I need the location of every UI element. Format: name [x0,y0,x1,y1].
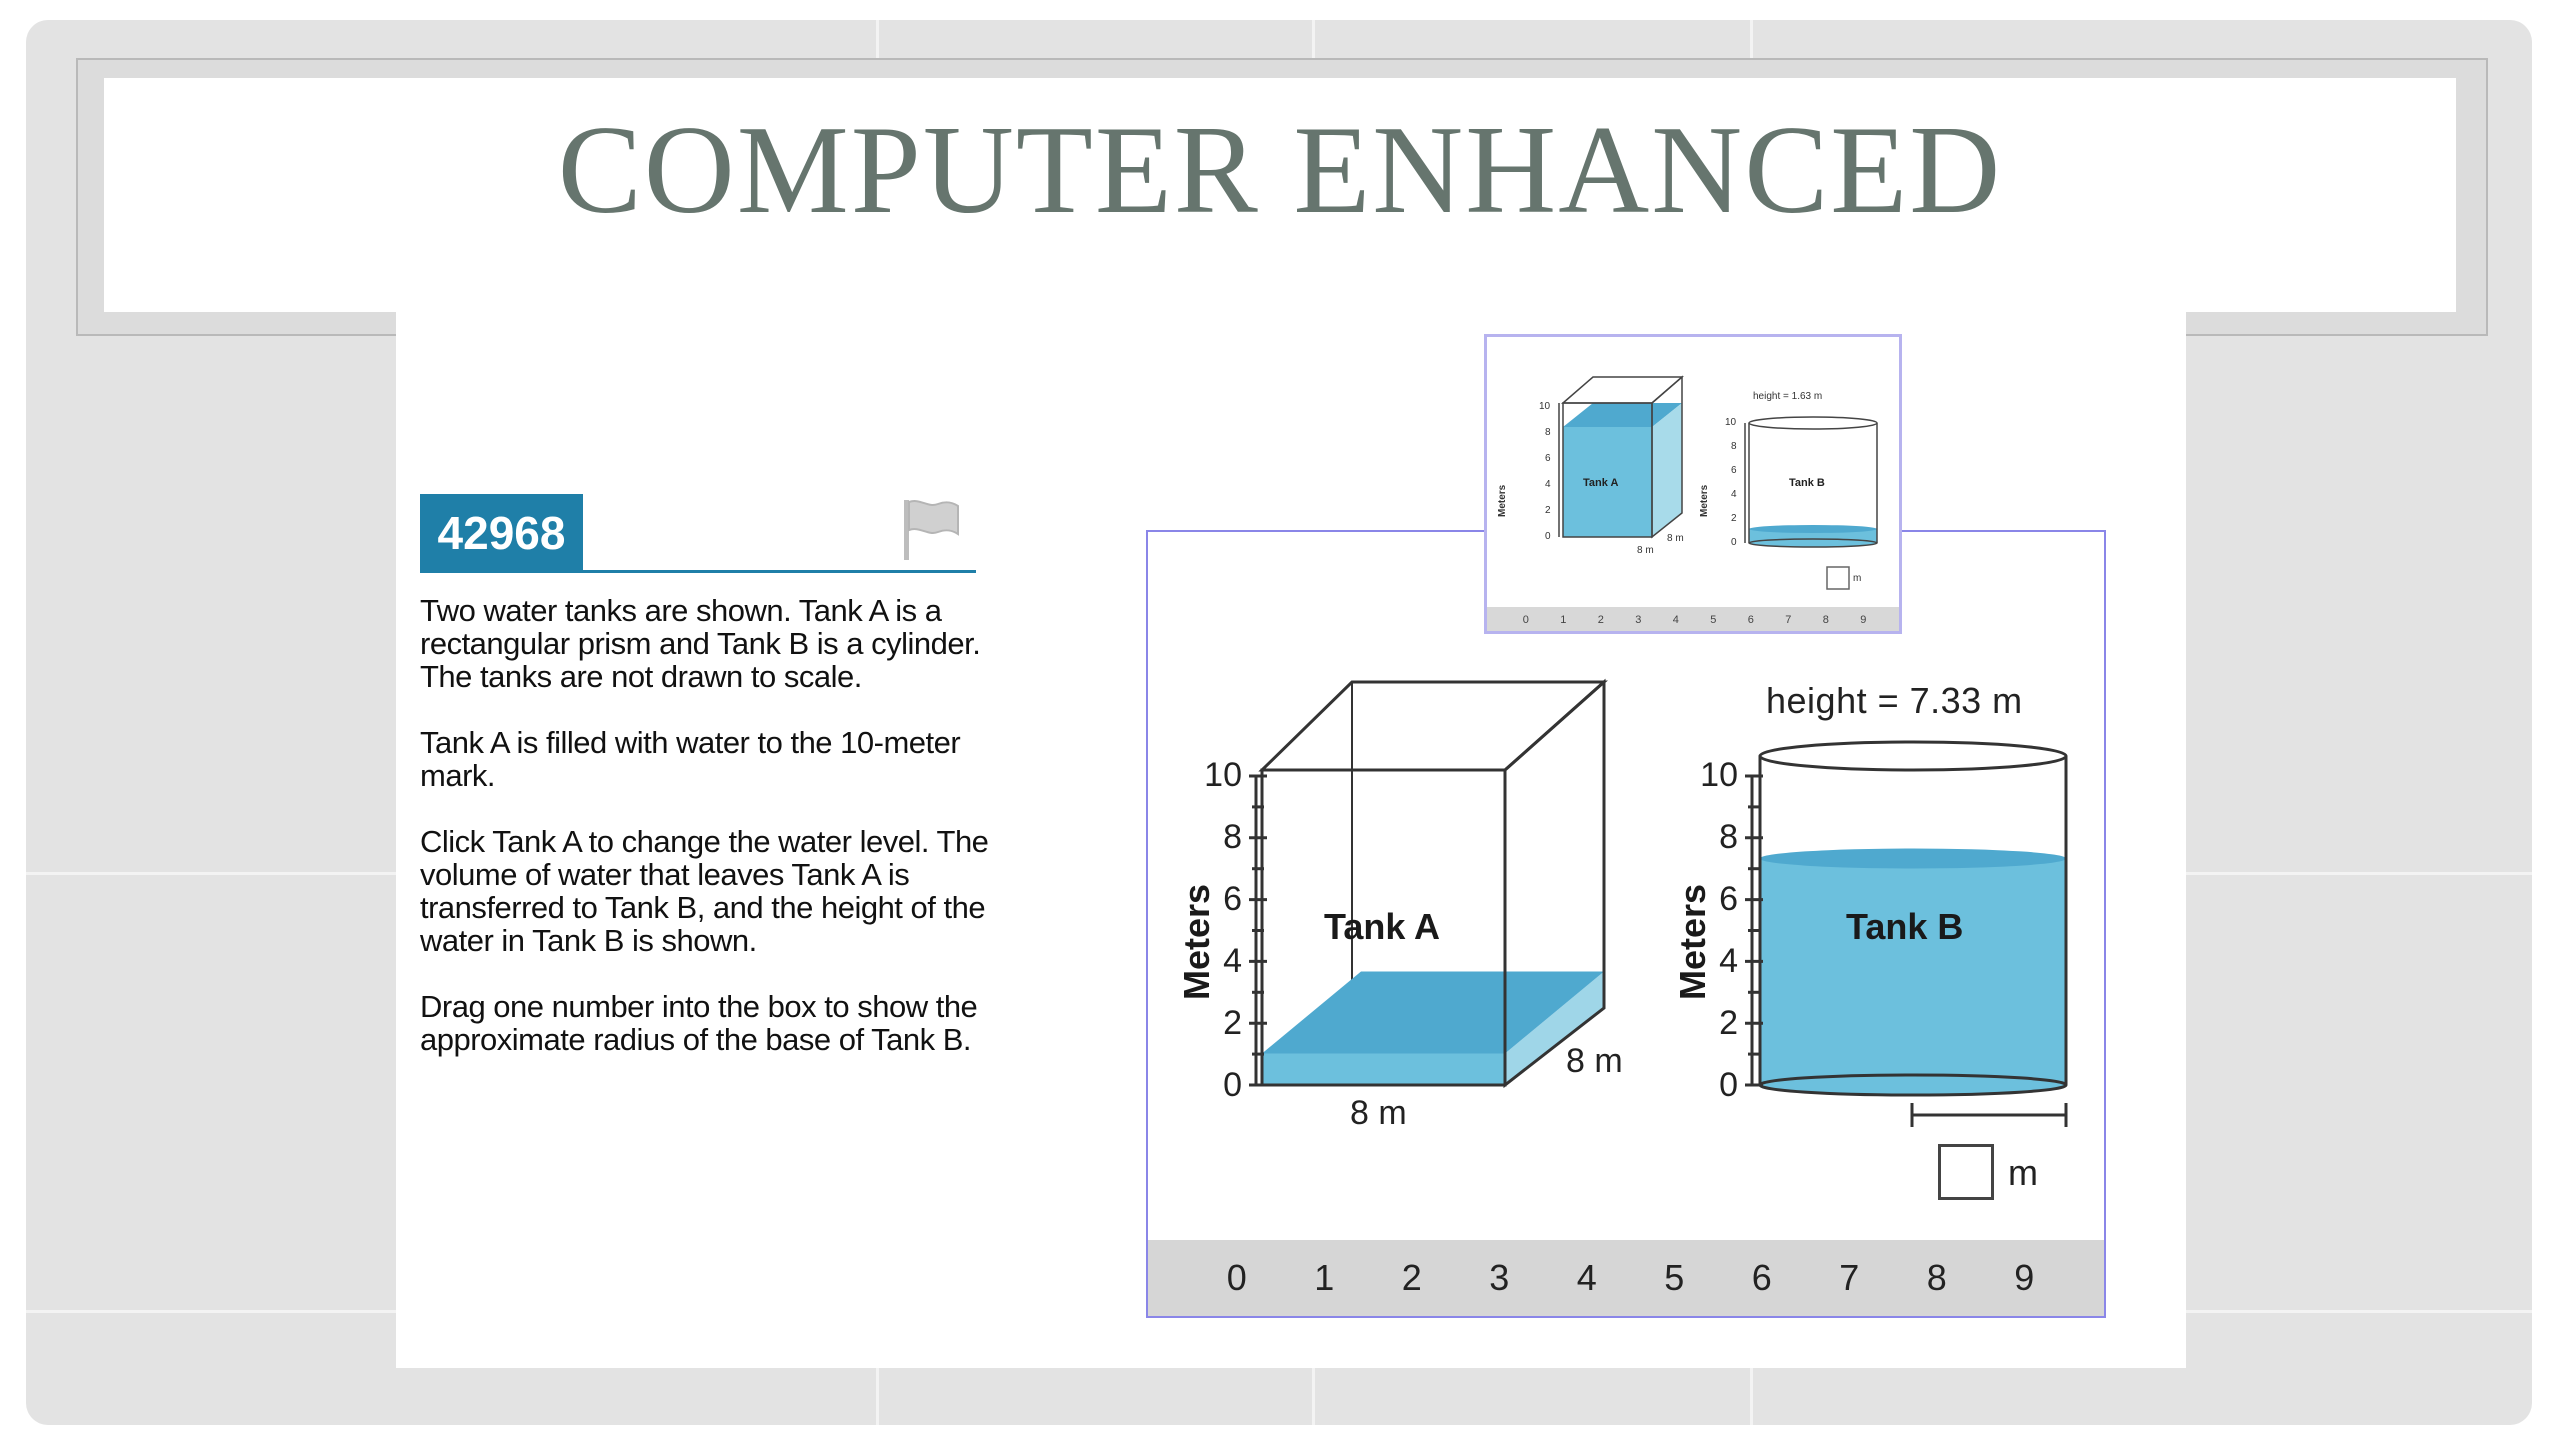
tank-a-tick-label: 0 [1223,1066,1242,1104]
tank-a-tick-label: 4 [1223,942,1242,980]
slide-title: COMPUTER ENHANCED [557,101,2003,240]
thumbnail-tank-a-top [1560,376,1685,404]
thumbnail-tank-b-base [1748,538,1878,548]
number-tile-3[interactable]: 3 [1489,1257,1510,1298]
thumbnail-tick-label: 6 [1731,465,1737,476]
tank-b-tick-label: 10 [1700,756,1738,794]
radius-answer-dropzone[interactable] [1938,1144,1994,1200]
thumbnail-diagram [1558,375,1878,590]
thumbnail-axis-title: Meters [1699,484,1710,517]
thumbnail-answer-box [1826,566,1850,590]
thumbnail-tick-label: 2 [1731,513,1737,524]
flag-icon[interactable] [902,498,962,562]
thumbnail-number-tile: 2 [1597,614,1604,626]
tank-a-side-face [1503,678,1606,1089]
number-tile-5[interactable]: 5 [1664,1257,1685,1298]
thumbnail-number-tile: 3 [1635,614,1642,626]
thumbnail-tick-label: 4 [1731,489,1737,500]
tank-a-width-label: 8 m [1350,1094,1407,1132]
thumbnail-number-tile: 4 [1672,614,1679,626]
thumbnail-tick-label: 10 [1539,401,1551,412]
number-tile-7[interactable]: 7 [1839,1257,1860,1298]
tank-a-tick-label: 10 [1204,756,1242,794]
tank-b-tick-label: 8 [1719,818,1738,856]
question-paragraph: Two water tanks are shown. Tank A is a r… [420,593,981,694]
tank-b-ticks [1745,774,1763,1087]
tank-b-label: Tank B [1846,906,1964,947]
thumbnail-number-tile: 7 [1785,614,1792,626]
tank-a-water-side [1505,971,1604,1085]
answer-unit-label: m [2008,1152,2038,1193]
thumbnail-tick-label: 6 [1545,453,1551,464]
number-tile-2[interactable]: 2 [1401,1257,1422,1298]
tank-a-tick-label: 8 [1223,818,1242,856]
tank-b [1758,740,2068,1097]
thumbnail-number-tile: 8 [1822,614,1829,626]
thumbnail-tick-label: 2 [1545,505,1551,516]
question-paragraph: Drag one number into the box to show the… [420,989,978,1057]
thumbnail-tank-b-label: Tank B [1789,477,1825,489]
thumbnail-number-tile: 9 [1860,614,1867,626]
thumbnail-tank-a-water-side [1652,403,1682,537]
question-number-badge: 42968 [420,494,583,572]
thumbnail-number-tile: 0 [1522,614,1529,626]
thumbnail-tank-a-water [1563,427,1652,537]
tank-b-tick-label: 0 [1719,1066,1738,1104]
number-tile-4[interactable]: 4 [1576,1257,1597,1298]
tank-a-depth-label: 8 m [1566,1042,1623,1080]
thumbnail-number-tile: 5 [1710,614,1717,626]
tank-b-water [1760,858,2066,1085]
thumbnail-dim-label: 8 m [1667,533,1684,544]
number-tile-9[interactable]: 9 [2014,1257,2035,1298]
number-tile-0[interactable]: 0 [1226,1257,1247,1298]
thumbnail-number-tile: 1 [1560,614,1567,626]
question-paragraph: Click Tank A to change the water level. … [420,824,989,958]
number-tile-6[interactable]: 6 [1751,1257,1772,1298]
thumbnail-unit-label: m [1853,573,1862,584]
thumbnail-tick-label: 0 [1545,531,1551,542]
thumbnail-axis-title: Meters [1497,484,1508,517]
number-tile-bar: 0 1 2 3 4 5 6 7 8 9 [1148,1240,2104,1316]
number-tile-1[interactable]: 1 [1314,1257,1335,1298]
tank-b-tick-label: 4 [1719,942,1738,980]
tank-b-top [1758,740,2068,772]
number-tile-8[interactable]: 8 [1926,1257,1947,1298]
thumbnail-tick-label: 8 [1545,427,1551,438]
thumbnail-height-label: height = 1.63 m [1753,391,1823,402]
tank-a[interactable] [1258,678,1608,1089]
thumbnail-number-bar: 0 1 2 3 4 5 6 7 8 9 [1487,607,1899,631]
tank-b-water-surface [1760,848,2066,869]
thumbnail-number-tile: 6 [1747,614,1754,626]
tank-a-tick-label: 6 [1223,880,1242,918]
thumbnail-tank-b-water-surface [1749,525,1877,533]
tank-b-tick-label: 2 [1719,1004,1738,1042]
tank-b-height-readout: height = 7.33 m [1766,680,2023,721]
tank-a-water-front [1262,1053,1505,1085]
tank-b-base [1758,1073,2068,1097]
thumbnail-dim-label: 8 m [1637,545,1654,556]
tank-a-ticks [1249,774,1267,1087]
tank-a-label: Tank A [1324,906,1441,947]
question-paragraph: Tank A is filled with water to the 10-me… [420,725,961,793]
thumbnail-tick-label: 0 [1731,537,1737,548]
tank-a-tick-label: 2 [1223,1004,1242,1042]
question-text: Two water tanks are shown. Tank A is a r… [420,594,1000,1089]
thumbnail-tank-a-side [1651,375,1683,539]
title-box [104,78,2456,312]
thumbnail-tick-label: 4 [1545,479,1551,490]
thumbnail-tick-label: 10 [1725,417,1737,428]
tank-a-water-top [1262,971,1604,1054]
thumbnail-tank-a-label: Tank A [1583,477,1619,489]
thumbnail-tick-label: 8 [1731,441,1737,452]
thumbnail-preview: height = 1.63 m Tank A Tank B 8 m 8 m m … [1484,334,1902,634]
thumbnail-tank-b-top [1748,416,1878,430]
question-header-rule [420,570,976,573]
tank-b-tick-label: 6 [1719,880,1738,918]
